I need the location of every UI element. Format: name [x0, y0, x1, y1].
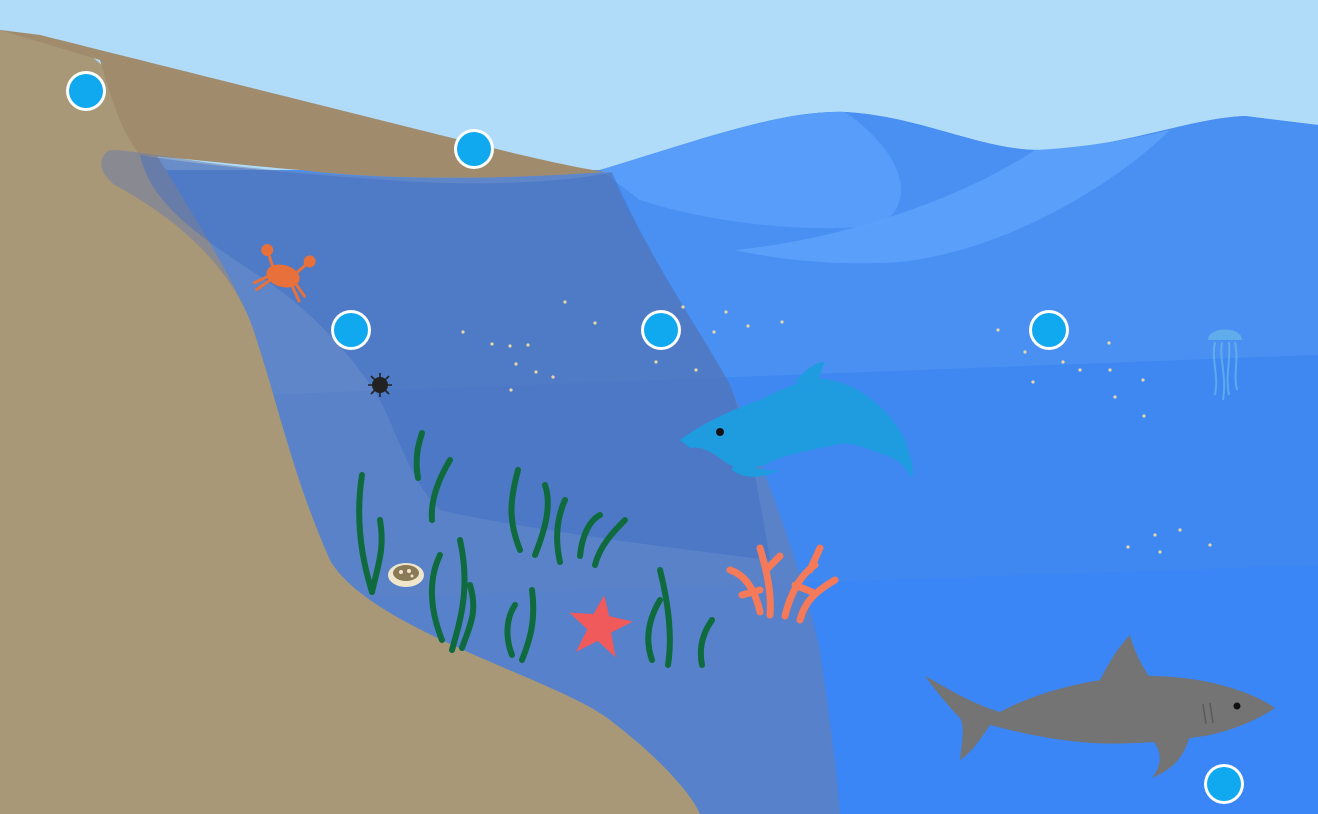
shell-icon	[388, 563, 424, 587]
sea-urchin-icon	[368, 373, 392, 397]
hotspot-intertidal[interactable]	[331, 310, 371, 350]
hotspot-open-ocean-surface[interactable]	[1029, 310, 1069, 350]
hotspot-beach-top[interactable]	[66, 71, 106, 111]
hotspot-beach-shore[interactable]	[454, 129, 494, 169]
hotspot-deep-ocean[interactable]	[1204, 764, 1244, 804]
hotspot-near-shore[interactable]	[641, 310, 681, 350]
